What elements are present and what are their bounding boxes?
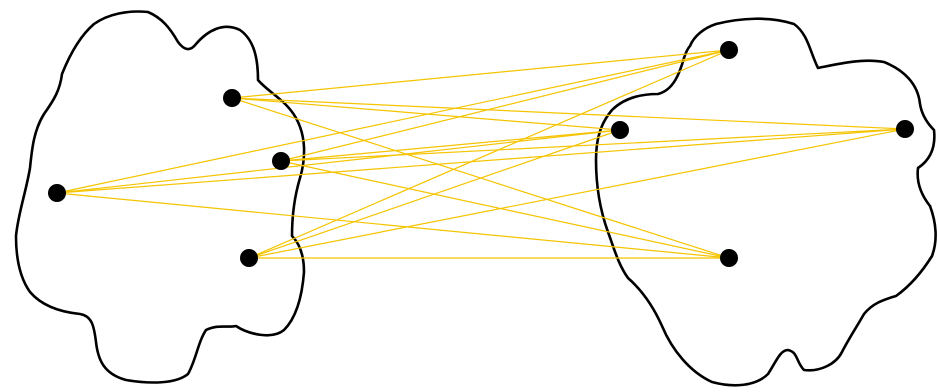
right-group-outline <box>596 19 936 386</box>
node-r4 <box>720 249 738 267</box>
edge-l1-r1 <box>232 50 729 98</box>
node-l2 <box>272 152 290 170</box>
node-l4 <box>240 249 258 267</box>
node-l1 <box>223 89 241 107</box>
node-r3 <box>896 120 914 138</box>
node-l3 <box>48 184 66 202</box>
node-r2 <box>611 121 629 139</box>
node-r1 <box>720 41 738 59</box>
